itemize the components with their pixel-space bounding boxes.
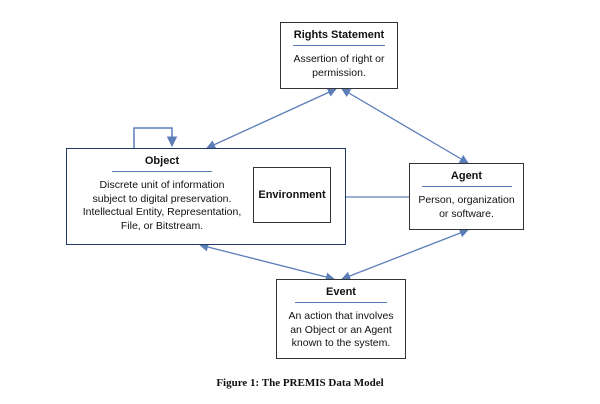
event-desc: An action that involves an Object or an … xyxy=(288,310,394,349)
object-event-arrow xyxy=(199,242,335,282)
event-box: Event An action that involves an Object … xyxy=(276,279,406,359)
environment-box: Environment xyxy=(253,167,331,223)
agent-box: Agent Person, organization or software. xyxy=(409,163,524,230)
rights-divider xyxy=(293,45,385,46)
agent-desc: Person, organization or software. xyxy=(418,194,515,220)
object-rights-arrow xyxy=(206,88,337,149)
object-divider xyxy=(112,171,212,172)
event-title: Event xyxy=(326,286,356,298)
agent-divider xyxy=(421,186,512,187)
object-self-loop xyxy=(133,127,178,148)
rights-statement-desc: Assertion of right or permission. xyxy=(293,53,385,79)
object-desc: Discrete unit of information subject to … xyxy=(82,179,242,232)
agent-title: Agent xyxy=(450,170,483,182)
rights-agent-arrow xyxy=(341,88,469,164)
event-agent-arrow xyxy=(341,228,469,281)
environment-title: Environment xyxy=(258,189,326,201)
figure-caption: Figure 1: The PREMIS Data Model xyxy=(216,377,384,389)
event-divider xyxy=(295,302,387,303)
rights-statement-title: Rights Statement xyxy=(293,29,385,41)
object-title: Object xyxy=(144,155,180,167)
rights-statement-box: Rights Statement Assertion of right or p… xyxy=(280,22,398,89)
